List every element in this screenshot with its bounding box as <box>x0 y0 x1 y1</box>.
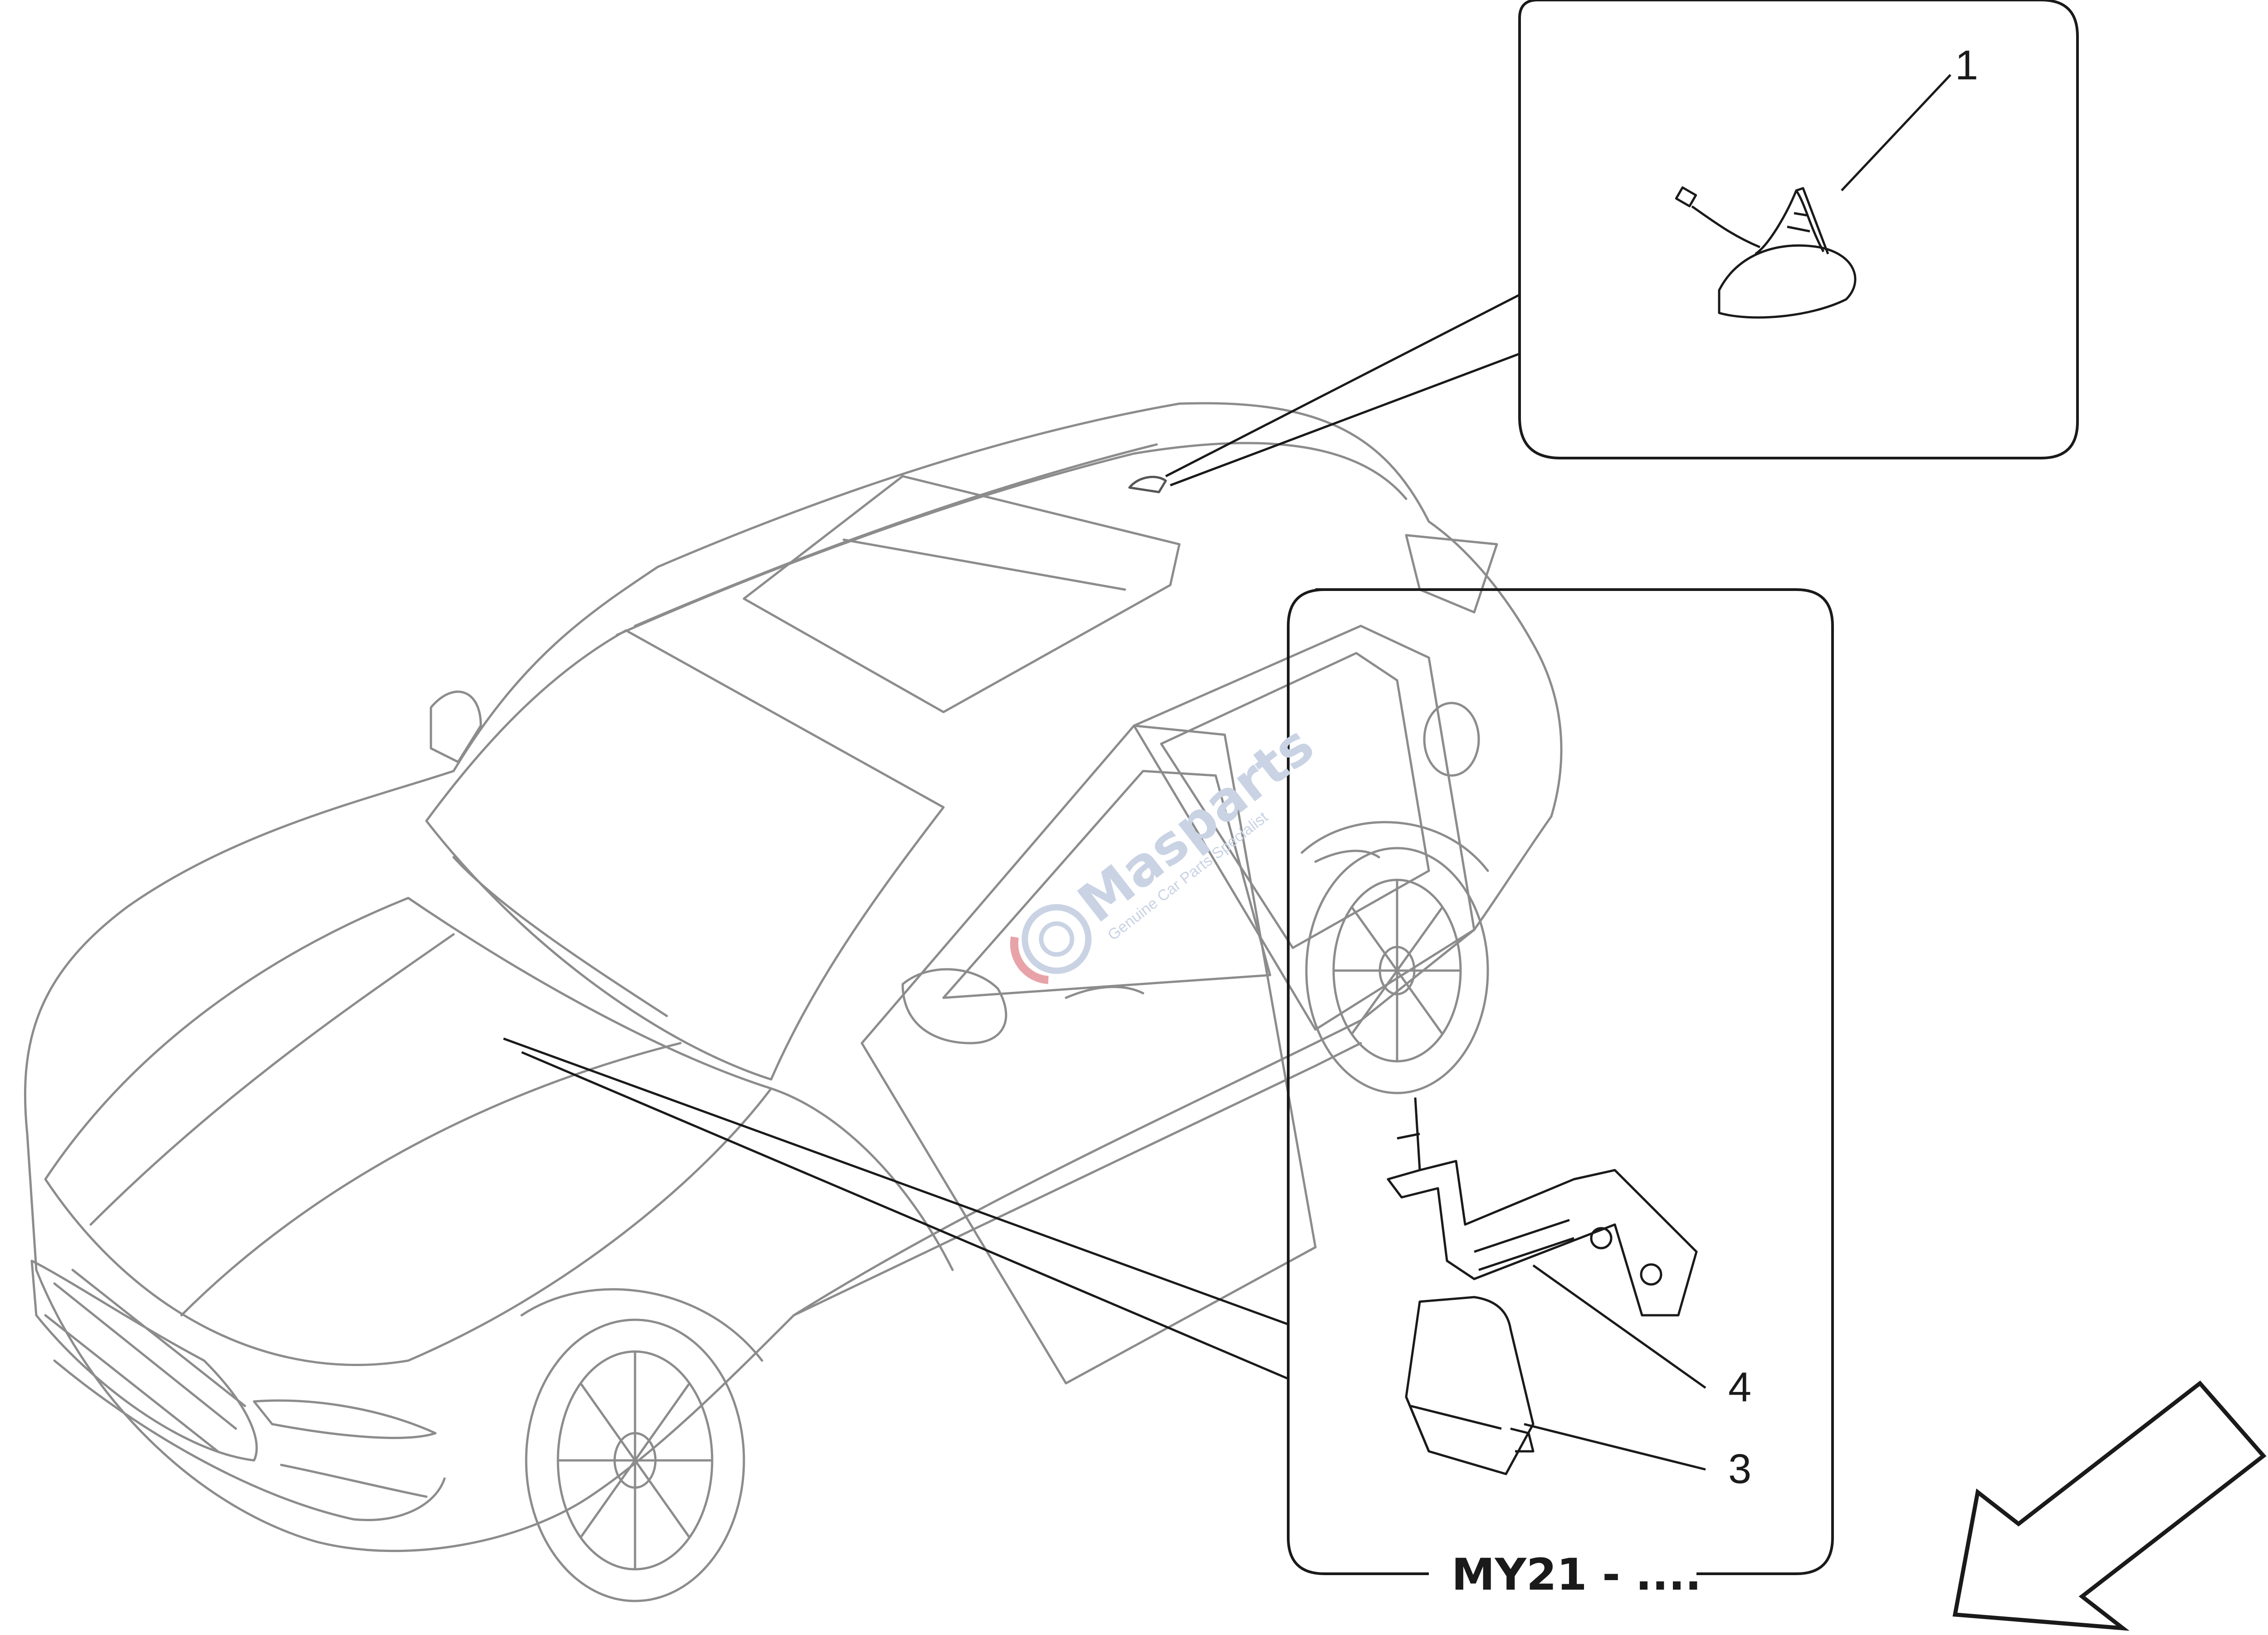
watermark: Masparts Genuine Car Parts Specialist <box>1010 713 1325 984</box>
windscreen <box>425 629 945 1081</box>
rear-wheel <box>1300 821 1489 1094</box>
grille <box>30 1259 258 1462</box>
side-mirror <box>901 968 1007 1044</box>
vehicle-drawing <box>24 402 1563 1602</box>
watermark-logo-icon <box>1010 904 1092 984</box>
amplifier-module <box>1405 1296 1535 1475</box>
front-door <box>860 724 1317 1385</box>
callout-number-1: 1 <box>1955 42 1978 88</box>
callout-number-3: 3 <box>1728 1446 1751 1492</box>
callout-number-4: 4 <box>1728 1364 1751 1410</box>
rear-door <box>1133 625 1476 1031</box>
sunroof <box>743 475 1181 713</box>
shark-fin-antenna <box>1675 186 1857 319</box>
front-wheel <box>520 1288 763 1602</box>
model-year-caption: MY21 - .... <box>1452 1549 1701 1600</box>
detail-box-module: MY21 - .... 4 3 <box>503 588 1834 1600</box>
detail-box-antenna: 1 <box>1165 0 2079 487</box>
direction-arrow-icon <box>1952 1380 2267 1631</box>
headlight <box>253 1399 437 1439</box>
antenna-bracket <box>1387 1097 1698 1317</box>
watermark-name: Masparts <box>1066 713 1325 935</box>
